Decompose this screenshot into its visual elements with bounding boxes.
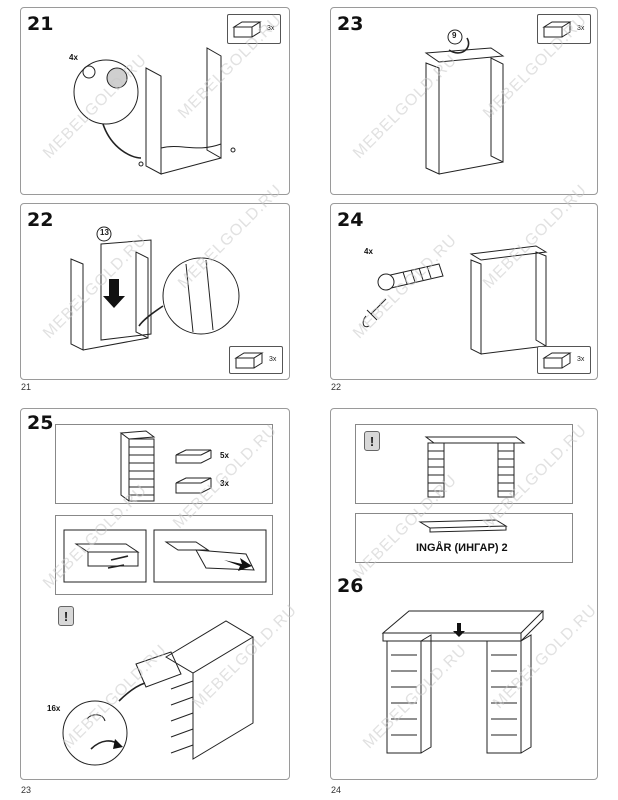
arrow-down-icon [103,279,125,308]
drawer-icon [542,21,572,38]
step-number: 24 [337,209,364,231]
step-number: 21 [27,13,54,35]
step-24-panel: 24 4x 3x [330,203,598,380]
drawer-count-three: 3x [220,479,229,488]
drawer-quantity-box: 3x [227,14,281,44]
product-name: INGÅR (ИНГАР) 2 [416,542,508,554]
product-box: INGÅR (ИНГАР) 2 [355,513,573,563]
arrow-down-icon [453,623,465,637]
drawer-icon [542,352,572,369]
drawer-icon [232,21,262,38]
step-number: 26 [337,575,364,597]
desk-assembly-drawing [381,610,545,754]
step-21-panel: 21 3x 4x [20,7,290,195]
page-number: 22 [331,382,342,392]
quantity-label: 4x [69,53,78,62]
screw-icon [362,245,548,355]
drawer-fitting-drawing [62,620,254,766]
part-id: 13 [100,228,109,237]
step-22-panel: 22 13 3x [20,203,290,380]
step-number: 22 [27,209,54,231]
cabinet-drawing [424,29,505,175]
drawer-types-box: 5x 3x [55,424,273,504]
drawer-count-five: 5x [220,451,229,460]
step-number: 25 [27,412,54,434]
part-id: 9 [452,31,457,40]
drawer-cabinet-drawing [119,430,212,502]
quantity-label: 16x [47,704,61,713]
qty-label: 3x [269,356,277,363]
caution-icon: ! [364,431,380,451]
caution-box: ! [355,424,573,504]
page-number: 23 [21,785,32,795]
caution-icon: ! [58,606,74,626]
step-26-panel: ! INGÅR (ИНГАР) 2 26 [330,408,598,780]
step-23-panel: 23 3x 9 [330,7,598,195]
tabletop-drawing [418,519,508,533]
page-number: 24 [331,785,342,795]
step-25-panel: 25 5x 3x ! 16x [20,408,290,780]
drawer-quantity-box: 3x [229,346,283,374]
drawer-icon [234,352,264,369]
step-number: 23 [337,13,364,35]
qty-label: 3x [577,356,585,363]
desk-preview-drawing [424,436,526,498]
drawer-quantity-box: 3x [537,14,591,44]
page-number: 21 [21,382,32,392]
quantity-label: 4x [364,247,373,256]
drawer-quantity-box: 3x [537,346,591,374]
qty-label: 3x [267,25,275,32]
hammer-icon [366,298,387,321]
rotate-arrow-icon [448,37,470,54]
magnifier-icon [73,47,236,175]
drawer-insert-box [55,515,273,595]
back-panel-drawing [70,226,240,351]
qty-label: 3x [577,25,585,32]
drawer-insert-drawing [63,529,267,583]
